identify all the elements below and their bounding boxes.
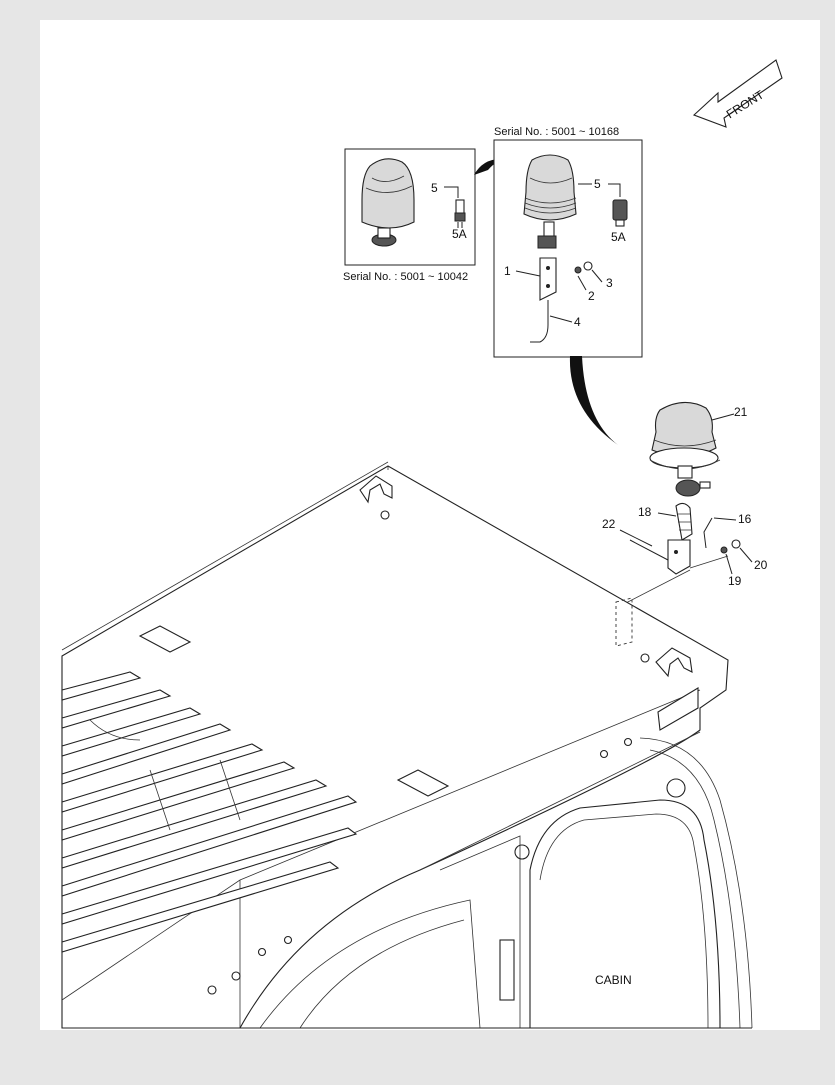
lifting-hook-front — [655, 647, 693, 678]
callout-4: 4 — [574, 315, 581, 329]
beacon-main: 21 — [649, 401, 748, 497]
cabin-roof — [61, 461, 729, 1029]
bulb-icon — [454, 199, 466, 228]
detail-box-left: 5 5A Serial No. : 5001 ~ 10042 — [343, 148, 476, 283]
detail-arrow-left — [474, 159, 510, 175]
mount-assembly: 18 16 22 20 19 — [602, 502, 768, 607]
detail-arrow-main — [569, 356, 618, 445]
roof-opening-2 — [396, 769, 450, 797]
callout-2: 2 — [588, 289, 595, 303]
roof-guard — [61, 671, 358, 953]
mount-location — [615, 597, 633, 647]
cabin-body: CABIN — [62, 737, 753, 1029]
callout-22: 22 — [602, 517, 616, 531]
callout-16: 16 — [738, 512, 752, 526]
door-hinge — [499, 939, 515, 1001]
callout-20: 20 — [754, 558, 768, 572]
power-cable — [530, 300, 549, 343]
front-arrow-icon: FRONT — [692, 59, 783, 128]
washer — [574, 266, 582, 274]
callout-1: 1 — [504, 264, 511, 278]
detail-box-right: Serial No. : 5001 ~ 10168 5 5A — [493, 126, 643, 358]
cabin-door — [529, 799, 721, 1029]
callout-21: 21 — [734, 405, 748, 419]
callout-19: 19 — [728, 574, 742, 588]
mounting-bracket — [539, 257, 557, 301]
clip-16 — [703, 517, 713, 549]
callout-18: 18 — [638, 505, 652, 519]
caption-right: Serial No. : 5001 ~ 10168 — [494, 126, 619, 138]
led-module-icon — [612, 199, 628, 227]
harness — [629, 539, 669, 561]
screw — [583, 261, 593, 271]
cabin-label: CABIN — [595, 973, 632, 987]
lifting-hook-rear — [359, 475, 393, 504]
callout-5-left: 5 — [431, 181, 438, 195]
callout-5a-right: 5A — [611, 230, 626, 244]
beacon-lamp-led — [523, 154, 577, 221]
roof-opening-1 — [138, 625, 192, 653]
callout-3: 3 — [606, 276, 613, 290]
callout-5a-left: 5A — [452, 227, 467, 241]
beacon-lamp — [361, 158, 415, 229]
caption-left: Serial No. : 5001 ~ 10042 — [343, 271, 468, 283]
callout-5-right: 5 — [594, 177, 601, 191]
mount-bracket — [667, 539, 691, 575]
